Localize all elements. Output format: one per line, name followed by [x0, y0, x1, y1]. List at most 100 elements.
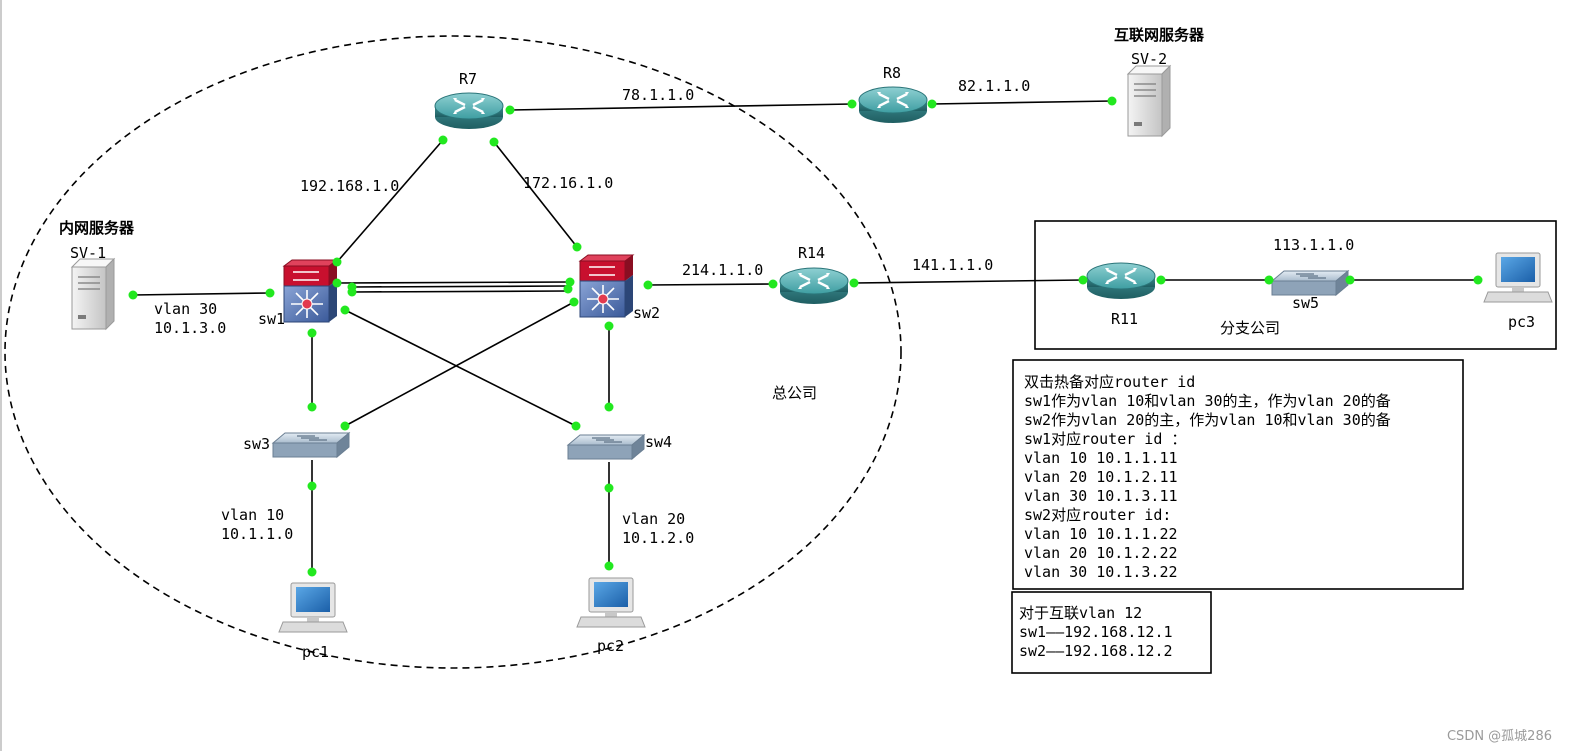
port-dot [438, 135, 448, 145]
vlan30-label: vlan 30 [154, 300, 217, 318]
port-dot [563, 284, 573, 294]
port-dot [1078, 275, 1088, 285]
note-line: sw2对应router id: [1024, 506, 1171, 524]
links [132, 100, 1478, 572]
net-label-172: 172.16.1.0 [523, 174, 613, 192]
label-r7: R7 [459, 70, 477, 88]
port-dot [571, 421, 581, 431]
link-sw1-sw2-c [351, 290, 569, 293]
label-internal-server: 内网服务器 [59, 219, 135, 237]
note-line: 双击热备对应router id [1024, 373, 1195, 391]
net-label-82: 82.1.1.0 [958, 77, 1030, 95]
label-sv1: SV-1 [70, 244, 106, 262]
port-dot [604, 321, 614, 331]
l3-switch-sw2[interactable] [579, 254, 634, 318]
port-dot [1107, 96, 1117, 106]
link-r8-sv2 [931, 100, 1113, 105]
port-dot [340, 421, 350, 431]
port-dot [768, 279, 778, 289]
port-dot [604, 402, 614, 412]
router-r8[interactable] [857, 85, 929, 125]
port-dot [307, 481, 317, 491]
port-dot [307, 328, 317, 338]
port-dot [1264, 275, 1274, 285]
note-line: vlan 10 10.1.1.22 [1024, 525, 1178, 543]
link-r14-r11 [853, 279, 1084, 284]
label-sw1: sw1 [258, 310, 285, 328]
link-r7-sw2 [493, 141, 578, 248]
pc-pc1[interactable] [278, 582, 348, 633]
note-line: vlan 30 10.1.3.11 [1024, 487, 1178, 505]
note-line: sw2——192.168.12.2 [1019, 642, 1173, 660]
note-line: vlan 20 10.1.2.11 [1024, 468, 1178, 486]
router-r7[interactable] [433, 91, 505, 131]
link-sw1-sw2-a [336, 281, 571, 284]
hq-area-boundary [4, 35, 902, 669]
port-dot [128, 290, 138, 300]
switch-sw3[interactable] [272, 432, 350, 458]
interconnect-note-box [1011, 591, 1212, 674]
vlan10-net-label: 10.1.1.0 [221, 525, 293, 543]
note-line: 对于互联vlan 12 [1019, 604, 1142, 622]
note-line: vlan 10 10.1.1.11 [1024, 449, 1178, 467]
l3-switch-sw1[interactable] [283, 259, 338, 323]
hsrp-note-box [1012, 359, 1464, 590]
link-sw2-r14 [647, 283, 774, 286]
port-dot [1345, 275, 1355, 285]
label-sw2: sw2 [633, 304, 660, 322]
label-r14: R14 [798, 244, 825, 262]
port-indicators [128, 96, 1483, 577]
link-r7-sw1 [336, 139, 444, 263]
label-internet-server: 互联网服务器 [1114, 26, 1205, 44]
watermark: CSDN @孤城286 [1447, 729, 1552, 744]
note-line: vlan 20 10.1.2.22 [1024, 544, 1178, 562]
label-pc1: pc1 [302, 643, 329, 661]
switch-sw5[interactable] [1271, 270, 1349, 296]
port-dot [489, 137, 499, 147]
port-dot [347, 287, 357, 297]
port-dot [604, 561, 614, 571]
port-dot [572, 242, 582, 252]
link-sw1-sw4 [344, 309, 577, 427]
note-line: sw2作为vlan 20的主，作为vlan 10和vlan 30的备 [1024, 411, 1391, 429]
port-dot [604, 483, 614, 493]
note-line: sw1作为vlan 10和vlan 30的主，作为vlan 20的备 [1024, 392, 1391, 410]
vlan30-net-label: 10.1.3.0 [154, 319, 226, 337]
port-dot [307, 402, 317, 412]
hq-area-label: 总公司 [772, 384, 817, 402]
vlan20-net-label: 10.1.2.0 [622, 529, 694, 547]
net-label-78: 78.1.1.0 [622, 86, 694, 104]
server-sv1[interactable] [71, 258, 115, 330]
vlan20-label: vlan 20 [622, 510, 685, 528]
note-line: sw1——192.168.12.1 [1019, 623, 1173, 641]
net-label-113: 113.1.1.0 [1273, 236, 1354, 254]
port-dot [332, 257, 342, 267]
router-r11[interactable] [1085, 261, 1157, 301]
vlan10-label: vlan 10 [221, 506, 284, 524]
net-label-141: 141.1.1.0 [912, 256, 993, 274]
link-sv1-sw1 [132, 292, 271, 296]
link-sw1-sw2-b [351, 285, 569, 288]
net-label-214: 214.1.1.0 [682, 261, 763, 279]
interconnect-note-text: 对于互联vlan 12sw1——192.168.12.1sw2——192.168… [1019, 604, 1173, 660]
label-sv2: SV-2 [1131, 50, 1167, 68]
port-dot [847, 99, 857, 109]
note-line: sw1对应router id ： [1024, 430, 1186, 448]
router-r14[interactable] [778, 266, 850, 306]
label-sw4: sw4 [645, 433, 672, 451]
server-sv2[interactable] [1127, 65, 1171, 137]
switch-sw4[interactable] [567, 434, 645, 460]
pc-pc2[interactable] [576, 577, 646, 628]
port-dot [643, 280, 653, 290]
port-dot [265, 288, 275, 298]
label-sw3: sw3 [243, 435, 270, 453]
port-dot [340, 305, 350, 315]
net-label-192: 192.168.1.0 [300, 177, 399, 195]
port-dot [849, 278, 859, 288]
port-dot [565, 277, 575, 287]
label-pc3: pc3 [1508, 313, 1535, 331]
port-dot [927, 99, 937, 109]
port-dot [569, 297, 579, 307]
